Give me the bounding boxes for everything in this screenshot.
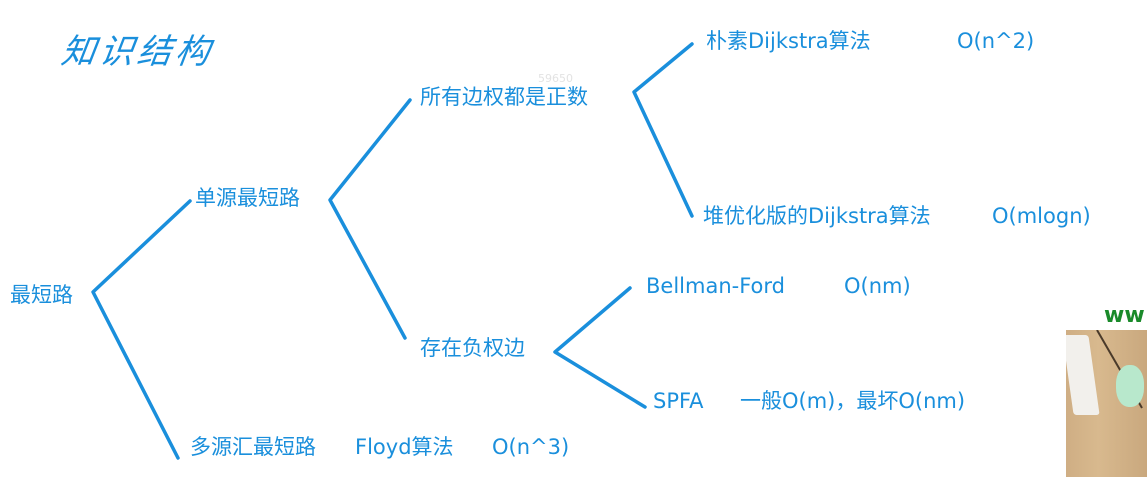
connector-negative (553, 286, 647, 409)
node-bellman-ford: Bellman-Ford (646, 274, 785, 298)
towel-image (1066, 335, 1100, 415)
node-all-positive: 所有边权都是正数 (420, 85, 588, 109)
complexity-bellman-ford: O(nm) (844, 274, 911, 298)
node-root: 最短路 (10, 283, 73, 307)
watermark: 59650 (538, 72, 573, 85)
complexity-spfa: 一般O(m)，最坏O(nm) (740, 389, 966, 413)
connector-root (91, 199, 192, 460)
connector-positive (632, 42, 694, 218)
webcam-video-thumbnail[interactable] (1066, 330, 1147, 477)
node-spfa: SPFA (653, 389, 704, 413)
complexity-naive-dijkstra: O(n^2) (957, 29, 1035, 53)
complexity-heap-dijkstra: O(mlogn) (992, 204, 1091, 228)
node-floyd: Floyd算法 (355, 435, 454, 459)
video-overlay-text: ww (1104, 303, 1145, 328)
node-heap-dijkstra: 堆优化版的Dijkstra算法 (703, 204, 931, 228)
node-naive-dijkstra: 朴素Dijkstra算法 (706, 29, 871, 53)
node-negative-edges: 存在负权边 (420, 336, 525, 360)
node-single-source: 单源最短路 (195, 186, 300, 210)
node-multi-source: 多源汇最短路 (190, 435, 316, 459)
connector-single-source (328, 98, 412, 340)
complexity-floyd: O(n^3) (492, 435, 570, 459)
sponge-image (1116, 365, 1144, 407)
